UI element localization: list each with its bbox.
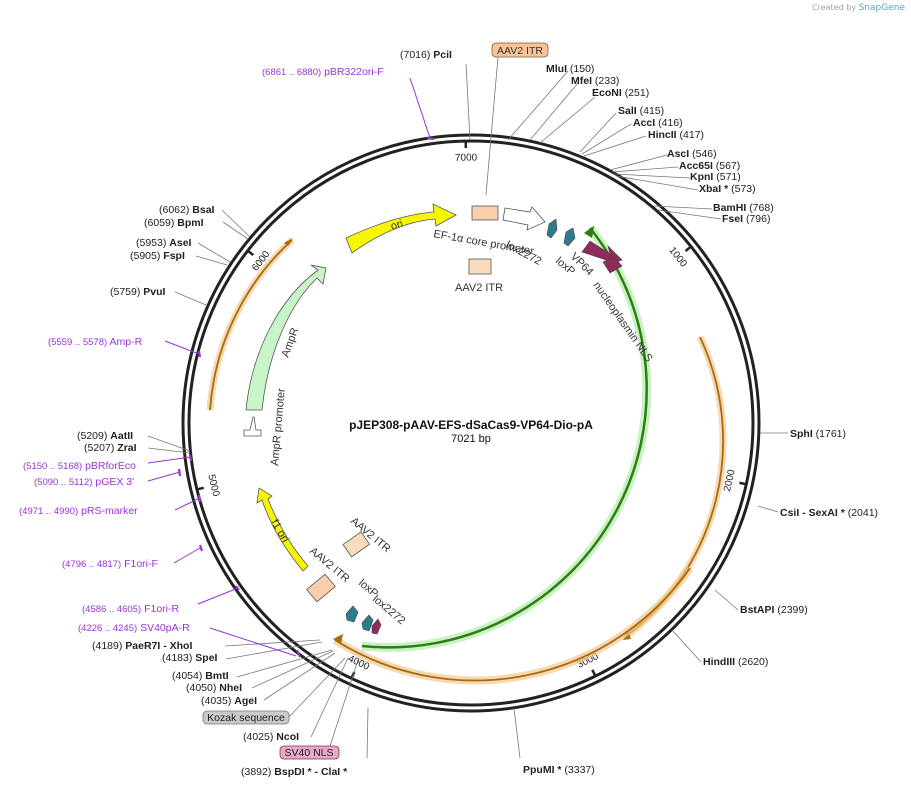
bp-tick-2000 bbox=[739, 481, 746, 486]
svg-text:(4971 .. 4990) pRS-marker: (4971 .. 4990) pRS-marker bbox=[19, 505, 138, 517]
bp-tick-5000 bbox=[197, 486, 205, 491]
primer-labels: (6861 .. 6880) pBR322ori-F (5559 .. 5578… bbox=[19, 66, 384, 634]
svg-text:AscI (546): AscI (546) bbox=[667, 148, 717, 160]
f1-ori-arrow bbox=[256, 487, 309, 572]
credit-brand: SnapGene bbox=[858, 3, 905, 13]
plasmid-size: 7021 bp bbox=[451, 433, 491, 445]
kozak-boxed-label bbox=[202, 710, 290, 725]
svg-text:PpuMI * (3337): PpuMI * (3337) bbox=[523, 764, 595, 776]
svg-text:(5905) FspI: (5905) FspI bbox=[130, 250, 185, 262]
site-labels: (7016) PciI MluI (150) MfeI (233) EcoNI … bbox=[77, 49, 878, 778]
svg-text:(5090 .. 5112) pGEX 3': (5090 .. 5112) pGEX 3' bbox=[34, 476, 134, 488]
svg-text:BamHI (768): BamHI (768) bbox=[713, 202, 774, 214]
orf-arc-2 bbox=[334, 567, 691, 682]
bp-tick-label-5000: 5000 bbox=[205, 473, 221, 498]
nucleoplasmin-nls-label: nucleoplasmin NLS bbox=[591, 280, 655, 365]
kozak-boxed-text: Kozak sequence bbox=[207, 712, 285, 724]
svg-text:(4025) NcoI: (4025) NcoI bbox=[243, 731, 299, 743]
loxp-lower-marker bbox=[345, 605, 359, 623]
svg-text:(4226 .. 4245) SV40pA-R: (4226 .. 4245) SV40pA-R bbox=[78, 622, 190, 634]
lox2272-lower-marker bbox=[361, 614, 374, 632]
svg-text:AccI (416): AccI (416) bbox=[633, 117, 683, 129]
backbone-outer-ring bbox=[181, 133, 761, 713]
svg-text:(6062) BsaI: (6062) BsaI bbox=[159, 204, 215, 216]
svg-text:(5559 .. 5578) Amp-R: (5559 .. 5578) Amp-R bbox=[48, 336, 143, 348]
ampr-orf-arrowhead bbox=[284, 238, 293, 246]
kozak-leader bbox=[288, 657, 346, 718]
ampr-promoter-arrow bbox=[243, 416, 262, 437]
ef1a-promoter-arrow bbox=[502, 206, 546, 231]
svg-text:(4189) PaeR7I - XhoI: (4189) PaeR7I - XhoI bbox=[92, 640, 192, 652]
aav2-itr-boxed-text: AAV2 ITR bbox=[497, 45, 543, 57]
svg-text:SphI (1761): SphI (1761) bbox=[790, 428, 846, 440]
backbone-inner-ring bbox=[187, 139, 755, 707]
svg-text:EcoNI (251): EcoNI (251) bbox=[592, 87, 649, 99]
ori-label: ori bbox=[389, 218, 404, 233]
nls-lower-marker bbox=[371, 618, 382, 635]
svg-text:(6861 .. 6880) pBR322ori-F: (6861 .. 6880) pBR322ori-F bbox=[262, 66, 384, 78]
svg-text:(4796 .. 4817) F1ori-F: (4796 .. 4817) F1ori-F bbox=[62, 558, 158, 570]
svg-text:(5207) ZraI: (5207) ZraI bbox=[84, 442, 137, 454]
svg-text:MfeI (233): MfeI (233) bbox=[571, 75, 619, 87]
aav2-itr-lower-box-1 bbox=[342, 531, 371, 558]
svg-text:HindIII (2620): HindIII (2620) bbox=[703, 656, 768, 668]
f1-ori-label: f1 ori bbox=[268, 518, 291, 545]
svg-text:(4183) SpeI: (4183) SpeI bbox=[162, 652, 218, 664]
bp-tick-6000 bbox=[247, 250, 255, 257]
ori-arrow bbox=[345, 203, 457, 254]
ampr-label: AmpR bbox=[280, 326, 302, 359]
orf-arc-2-arrowhead bbox=[333, 634, 343, 644]
site-leader-lines bbox=[147, 63, 788, 759]
svg-text:XbaI * (573): XbaI * (573) bbox=[699, 183, 756, 195]
svg-text:(5759) PvuI: (5759) PvuI bbox=[110, 286, 166, 298]
svg-text:CsiI - SexAI * (2041): CsiI - SexAI * (2041) bbox=[780, 507, 878, 519]
svg-text:KpnI (571): KpnI (571) bbox=[690, 171, 741, 183]
aav2-itr-mid-box bbox=[468, 258, 492, 275]
svg-text:SalI (415): SalI (415) bbox=[618, 105, 664, 117]
credit-prefix: Created by bbox=[812, 3, 857, 12]
sv40-nls-boxed-label bbox=[279, 745, 340, 760]
ampr-promoter-label: AmpR promoter bbox=[269, 388, 288, 467]
svg-text:HincII (417): HincII (417) bbox=[648, 129, 704, 141]
aav2-itr-boxed-label bbox=[491, 42, 549, 58]
cas9-arrowhead bbox=[584, 226, 594, 238]
svg-text:Acc65I (567): Acc65I (567) bbox=[679, 160, 740, 172]
svg-text:(3892) BspDI * - ClaI *: (3892) BspDI * - ClaI * bbox=[241, 766, 348, 778]
nucleoplasmin-nls-marker bbox=[602, 256, 623, 274]
sv40-nls-leader bbox=[329, 659, 359, 747]
plasmid-title: pJEP308-pAAV-EFS-dSaCas9-VP64-Dio-pA bbox=[349, 418, 593, 432]
bp-tick-label-2000: 2000 bbox=[722, 468, 738, 493]
ampr-arrow bbox=[245, 264, 327, 411]
svg-text:(4054) BmtI: (4054) BmtI bbox=[172, 670, 229, 682]
ampr-orf-arc bbox=[209, 239, 293, 411]
svg-text:(5953) AseI: (5953) AseI bbox=[136, 237, 192, 249]
aav2-itr-top-box bbox=[471, 205, 499, 221]
svg-text:(7016) PciI: (7016) PciI bbox=[400, 49, 452, 61]
aav2-itr-lower-box-2 bbox=[306, 573, 336, 603]
svg-text:MluI (150): MluI (150) bbox=[546, 63, 594, 75]
primer-marks bbox=[177, 136, 435, 658]
aav2-itr-leader bbox=[485, 56, 499, 196]
svg-text:(5209) AatII: (5209) AatII bbox=[77, 430, 133, 442]
snapgene-credit: Created by SnapGene bbox=[812, 3, 905, 13]
loxp-top-marker bbox=[563, 227, 576, 247]
cas9-arc bbox=[361, 227, 648, 649]
lox2272-top-marker bbox=[546, 218, 558, 239]
svg-text:(4050) NheI: (4050) NheI bbox=[186, 682, 242, 694]
svg-text:(5150 .. 5168) pBRforEco: (5150 .. 5168) pBRforEco bbox=[23, 460, 136, 472]
bp-tick-label-1000: 1000 bbox=[666, 245, 689, 270]
bp-tick-3000 bbox=[591, 669, 597, 676]
aav2-itr-mid-label: AAV2 ITR bbox=[455, 282, 503, 294]
bp-tick-1000 bbox=[684, 246, 692, 252]
svg-text:(4035) AgeI: (4035) AgeI bbox=[201, 695, 257, 707]
sv40-nls-boxed-text: SV40 NLS bbox=[284, 747, 333, 759]
svg-text:(6059) BpmI: (6059) BpmI bbox=[144, 217, 204, 229]
svg-text:BstAPI (2399): BstAPI (2399) bbox=[740, 604, 808, 616]
bp-tick-label-7000: 7000 bbox=[455, 152, 478, 163]
svg-text:FseI (796): FseI (796) bbox=[722, 213, 770, 225]
primer-leader-lines bbox=[147, 77, 431, 657]
svg-text:(4586 .. 4605) F1ori-R: (4586 .. 4605) F1ori-R bbox=[82, 603, 179, 615]
